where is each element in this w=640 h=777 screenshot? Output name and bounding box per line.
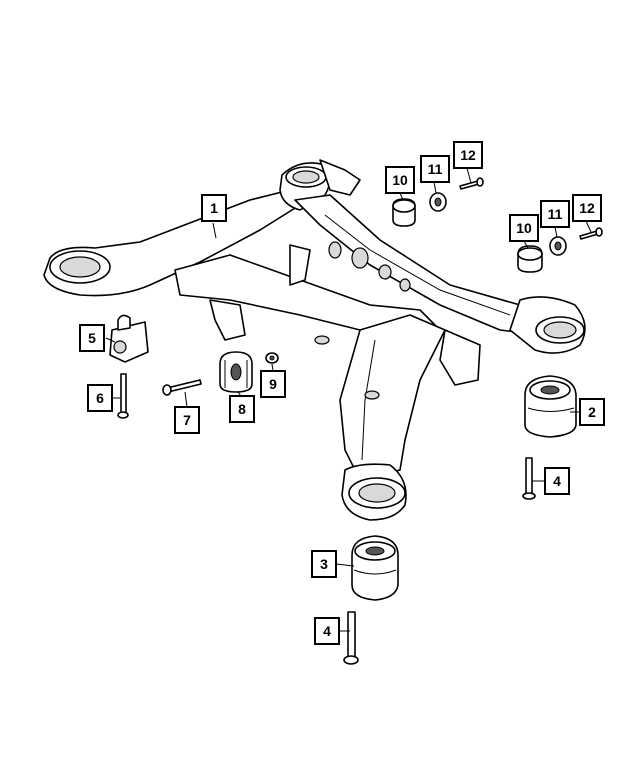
callout-12-upper: 12 xyxy=(453,141,483,169)
rear-subframe-crossmember[interactable] xyxy=(43,159,586,521)
mount-bracket[interactable] xyxy=(109,314,149,363)
bolt-right-12[interactable] xyxy=(579,227,603,240)
callout-4-bottom-label: 4 xyxy=(323,623,331,639)
callout-10-upper-label: 10 xyxy=(392,172,408,188)
callout-2: 2 xyxy=(579,398,605,426)
bushing-insert-right-11[interactable] xyxy=(549,236,567,256)
bushing-right-10[interactable] xyxy=(517,245,543,273)
callout-10-right-label: 10 xyxy=(516,220,532,236)
callout-6: 6 xyxy=(87,384,113,412)
crossmember-bushing[interactable] xyxy=(219,351,253,393)
callout-10-right: 10 xyxy=(509,214,539,242)
angled-bolt[interactable] xyxy=(162,379,202,396)
callout-2-label: 2 xyxy=(588,404,596,420)
leader-lines xyxy=(105,167,592,632)
callout-5-label: 5 xyxy=(88,330,96,346)
callout-11-right: 11 xyxy=(540,200,570,228)
bushing-upper-10[interactable] xyxy=(392,198,416,227)
callout-11-right-label: 11 xyxy=(548,206,563,222)
callout-10-upper: 10 xyxy=(385,166,415,194)
bolt-right[interactable] xyxy=(522,457,536,500)
callout-4-bottom: 4 xyxy=(314,617,340,645)
callout-3: 3 xyxy=(311,550,337,578)
callout-7-label: 7 xyxy=(183,412,191,428)
bolt-bottom[interactable] xyxy=(343,611,359,665)
callout-9-label: 9 xyxy=(269,376,277,392)
bushing-insert-upper-11[interactable] xyxy=(429,192,447,212)
callout-4-right-label: 4 xyxy=(553,473,561,489)
callout-8-label: 8 xyxy=(238,401,246,417)
long-bolt-left[interactable] xyxy=(117,373,129,419)
callout-8: 8 xyxy=(229,395,255,423)
differential-mount-bushing-right[interactable] xyxy=(524,375,577,438)
callout-6-label: 6 xyxy=(96,390,104,406)
callout-9: 9 xyxy=(260,370,286,398)
callout-5: 5 xyxy=(79,324,105,352)
differential-mount-bushing-front[interactable] xyxy=(351,535,399,601)
callout-3-label: 3 xyxy=(320,556,328,572)
callout-11-upper: 11 xyxy=(420,155,450,183)
callout-4-right: 4 xyxy=(544,467,570,495)
bolt-upper-12[interactable] xyxy=(459,177,484,190)
callout-1: 1 xyxy=(201,194,227,222)
callout-12-upper-label: 12 xyxy=(460,147,476,163)
callout-12-right: 12 xyxy=(572,194,602,222)
callout-11-upper-label: 11 xyxy=(428,161,443,177)
callout-12-right-label: 12 xyxy=(579,200,595,216)
nut[interactable] xyxy=(265,352,279,364)
callout-1-label: 1 xyxy=(210,200,218,216)
callout-7: 7 xyxy=(174,406,200,434)
